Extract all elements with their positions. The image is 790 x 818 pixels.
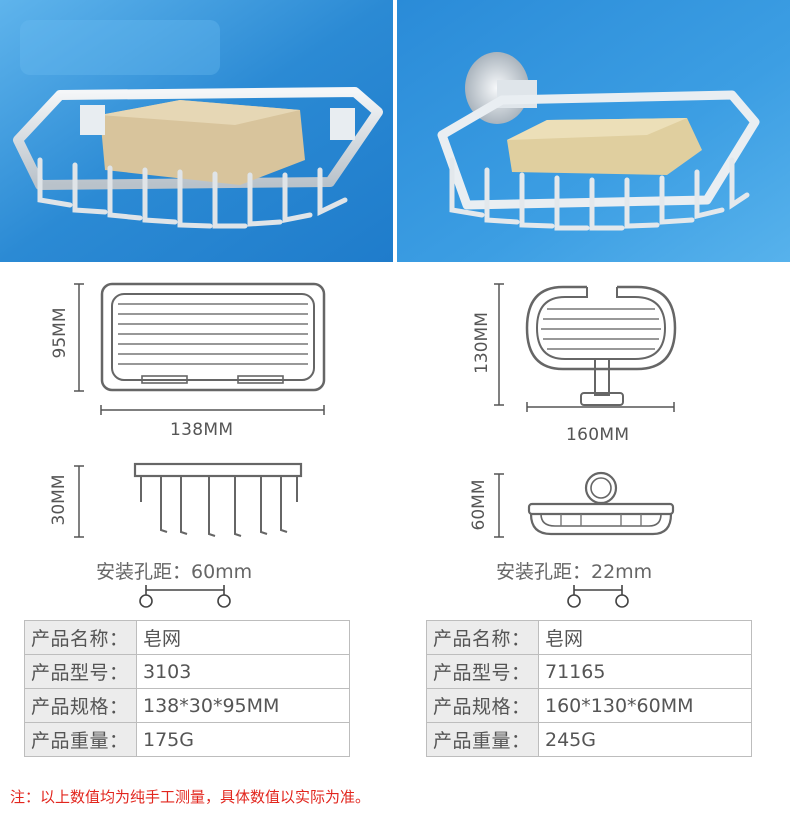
left-height-label: 95MM	[50, 307, 70, 359]
spec-value: 175G	[136, 722, 350, 757]
right-depth-dim-line	[494, 473, 504, 539]
soap-basket-photo-icon	[0, 0, 393, 262]
left-width-label: 138MM	[170, 420, 234, 440]
spec-key: 产品名称：	[24, 620, 137, 655]
left-depth-label: 30MM	[49, 474, 69, 526]
spec-value: 245G	[538, 722, 752, 757]
measurement-note: 注：以上数值均为纯手工测量，具体数值以实际为准。	[10, 788, 371, 806]
left-height-dim-line	[74, 283, 84, 393]
spec-key: 产品型号：	[426, 654, 539, 689]
spec-value: 3103	[136, 654, 350, 689]
spec-value: 160*130*60MM	[538, 688, 752, 723]
product-photo-left	[0, 0, 393, 262]
right-depth-label: 60MM	[469, 479, 489, 531]
spec-key: 产品重量：	[24, 722, 137, 757]
right-height-dim-line	[494, 283, 504, 407]
spec-key: 产品名称：	[426, 620, 539, 655]
right-hole-spacing-label: 安装孔距：22mm	[496, 561, 653, 583]
right-spec-table: 产品名称： 皂网 产品型号： 71165 产品规格： 160*130*60MM …	[426, 620, 752, 757]
left-side-view-drawing	[133, 462, 305, 542]
table-row: 产品规格： 160*130*60MM	[426, 688, 752, 723]
spec-key: 产品规格：	[24, 688, 137, 723]
right-height-label: 130MM	[472, 312, 492, 374]
wall-mounted-soap-basket-photo-icon	[397, 0, 790, 262]
right-top-view-drawing	[525, 283, 680, 408]
right-width-dim-line	[526, 402, 676, 412]
spec-key: 产品规格：	[426, 688, 539, 723]
spec-value: 皂网	[136, 620, 350, 655]
table-row: 产品重量： 175G	[24, 722, 350, 757]
left-width-dim-line	[100, 405, 326, 415]
table-row: 产品规格： 138*30*95MM	[24, 688, 350, 723]
left-depth-dim-line	[74, 465, 84, 539]
spec-value: 皂网	[538, 620, 752, 655]
left-spec-table: 产品名称： 皂网 产品型号： 3103 产品规格： 138*30*95MM 产品…	[24, 620, 350, 757]
table-row: 产品重量： 245G	[426, 722, 752, 757]
spec-value: 71165	[538, 654, 752, 689]
table-row: 产品名称： 皂网	[24, 620, 350, 655]
right-side-view-drawing	[527, 470, 677, 540]
right-width-label: 160MM	[566, 425, 630, 445]
table-row: 产品型号： 71165	[426, 654, 752, 689]
left-top-view-drawing	[100, 282, 330, 397]
table-row: 产品名称： 皂网	[426, 620, 752, 655]
left-hole-spacing-diagram	[136, 584, 236, 610]
product-photo-right	[397, 0, 790, 262]
spec-key: 产品重量：	[426, 722, 539, 757]
spec-value: 138*30*95MM	[136, 688, 350, 723]
left-hole-spacing-label: 安装孔距：60mm	[96, 561, 253, 583]
right-hole-spacing-diagram	[565, 584, 631, 610]
spec-key: 产品型号：	[24, 654, 137, 689]
table-row: 产品型号： 3103	[24, 654, 350, 689]
